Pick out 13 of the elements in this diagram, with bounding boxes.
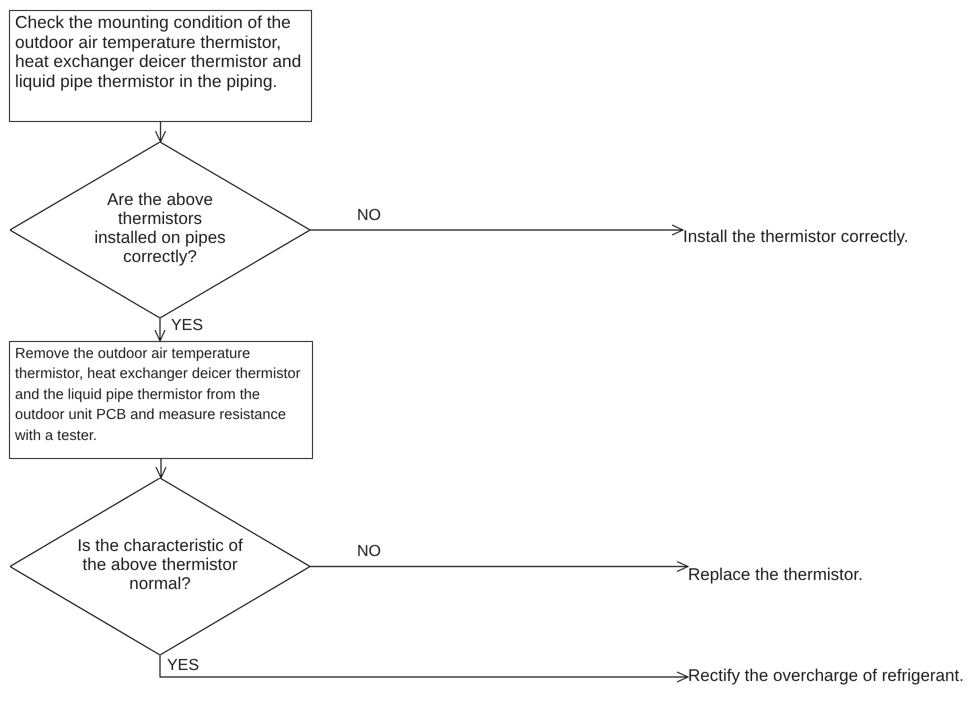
outcome-text: Rectify the overcharge of refrigerant. [688, 668, 964, 684]
arrow [154, 122, 166, 143]
arrow [310, 560, 689, 572]
outcome-text: Replace the thermistor. [688, 565, 863, 585]
process-box: Remove the outdoor air temperature thermistor, heat exchanger deicer thermistor and the liquid pipe thermistor from the outdoor unit PCB and measure resistance with a tester. [9, 341, 313, 459]
arrow [159, 655, 689, 683]
arrow [310, 224, 684, 236]
outcome-text: Install the thermistor correctly. [683, 227, 908, 247]
process-box: Check the mounting condition of the outdoor air temperature thermistor, heat exchanger deicer thermistor and liquid pipe thermistor in the piping. [9, 10, 312, 122]
decision-diamond: Is the characteristic of the above thermistor normal? [10, 478, 310, 655]
arrow [154, 318, 166, 342]
arrow [155, 459, 167, 479]
decision-diamond: Are the above thermistors installed on pipes correctly? [10, 142, 310, 318]
